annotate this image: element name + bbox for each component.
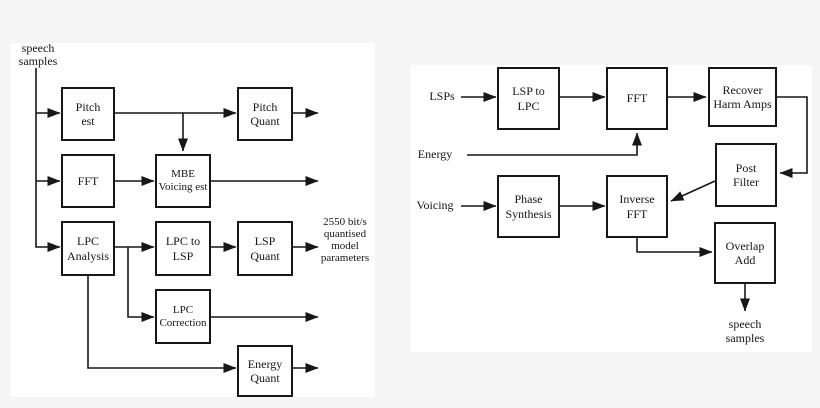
encoder-output-label: 2550 bit/s quantised model parameters (320, 216, 370, 265)
node-lpc-analysis-label: LPC Analysis (67, 234, 109, 263)
node-overlap-add-label: Overlap Add (725, 238, 765, 267)
edge-lpc-analysis-to-energy-quant (87, 275, 237, 373)
node-pitch-quant-label: Pitch Quant (250, 99, 280, 128)
node-lpc-correction: LPC Correction (155, 289, 211, 344)
edge-inverse-fft-to-overlap-add (636, 238, 713, 257)
node-lpc-to-lsp-label: LPC to LSP (165, 234, 201, 263)
node-lsp-quant-label: LSP Quant (250, 234, 280, 263)
node-pitch-quant: Pitch Quant (237, 87, 293, 141)
edge-energy-to-fft (467, 132, 642, 156)
decoder-input-lsps: LSPs (429, 89, 455, 103)
decoder-input-energy: Energy (417, 147, 453, 161)
node-post-filter-label: Post Filter (733, 160, 759, 189)
node-lsp-to-lpc: LSP to LPC (497, 67, 560, 130)
edge-post-filter-to-inverse-fft (670, 180, 716, 202)
node-lsp-quant: LSP Quant (237, 221, 293, 276)
node-lpc-analysis: LPC Analysis (61, 221, 115, 276)
encoder-input-label: speech samples (18, 41, 58, 68)
node-encoder-fft-label: FFT (77, 173, 99, 188)
node-post-filter: Post Filter (715, 143, 777, 207)
node-energy-quant-label: Energy Quant (247, 356, 283, 385)
decoder-output-label: speech samples (725, 317, 765, 345)
node-pitch-est: Pitch est (61, 87, 115, 141)
node-lsp-to-lpc-label: LSP to LPC (512, 84, 545, 113)
edge-recover-to-post-filter (777, 96, 808, 178)
decoder-input-voicing: Voicing (416, 198, 454, 212)
node-phase-synthesis: Phase Synthesis (497, 175, 560, 238)
node-encoder-fft: FFT (61, 154, 115, 208)
node-recover-harm-amps-label: Recover Harm Amps (713, 82, 772, 111)
edge-lpc-analysis-to-lpc-correction (127, 247, 155, 322)
node-overlap-add: Overlap Add (714, 222, 776, 284)
node-pitch-est-label: Pitch est (75, 99, 101, 128)
node-decoder-fft-label: FFT (626, 91, 648, 106)
node-mbe-voicing-est: MBE Voicing est (155, 154, 211, 208)
node-phase-synthesis-label: Phase Synthesis (505, 192, 552, 221)
node-recover-harm-amps: Recover Harm Amps (708, 67, 777, 127)
edge-speech-to-lpc-analysis (35, 68, 61, 252)
node-inverse-fft-label: Inverse FFT (619, 192, 655, 221)
node-energy-quant: Energy Quant (237, 345, 293, 397)
node-lpc-to-lsp: LPC to LSP (155, 221, 211, 276)
node-lpc-correction-label: LPC Correction (159, 303, 207, 329)
node-decoder-fft: FFT (606, 67, 668, 130)
node-inverse-fft: Inverse FFT (606, 175, 668, 238)
node-mbe-voicing-est-label: MBE Voicing est (158, 168, 208, 193)
